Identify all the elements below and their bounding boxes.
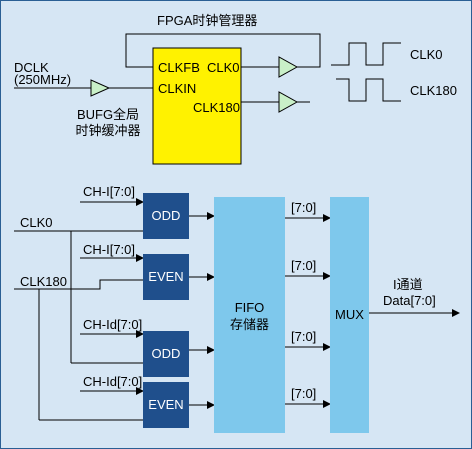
even-block-1-label: EVEN: [148, 269, 184, 284]
dclk-label: DCLK: [14, 60, 49, 75]
clk0-output-label: CLK0: [410, 47, 443, 62]
bufg-label-2: 时钟缓冲器: [75, 123, 141, 138]
even-block-2: [143, 382, 189, 428]
clk0-input-label: CLK0: [20, 215, 53, 230]
dcm-clk180-pin: CLK180: [193, 100, 240, 115]
odd-block-1: [143, 193, 189, 239]
clk180-to-even1: [39, 279, 143, 290]
ch-label-4: CH-Id[7:0]: [83, 374, 143, 389]
output-data-label: Data[7:0]: [383, 293, 436, 308]
feedback-line: [125, 33, 321, 68]
clk180-waveform: [336, 78, 401, 102]
mux-label: MUX: [335, 307, 364, 322]
clk0-waveform: [331, 42, 401, 66]
bufg-buffer: [90, 79, 111, 97]
even-block-1: [143, 254, 189, 300]
bus-label-3: [7:0]: [291, 329, 317, 344]
output-channel-label: I通道: [393, 277, 423, 292]
mux-block: [330, 197, 369, 433]
clk180-buffer: [278, 91, 299, 113]
clk180-output-label: CLK180: [410, 83, 457, 98]
dcm-clkfb-pin: CLKFB: [158, 60, 200, 75]
bus-label-2: [7:0]: [291, 258, 317, 273]
bufg-label-1: BUFG全局: [76, 107, 140, 122]
dcm-clkin-pin: CLKIN: [158, 81, 197, 96]
bus-label-4: [7:0]: [291, 386, 317, 401]
ch-label-2: CH-I[7:0]: [83, 242, 136, 257]
odd-block-1-label: ODD: [151, 208, 181, 223]
fifo-label-2: 存储器: [229, 317, 269, 332]
bus-label-1: [7:0]: [291, 200, 317, 215]
even-block-2-label: EVEN: [148, 397, 184, 412]
dcm-box: [152, 47, 242, 165]
clk0-buffer: [278, 56, 299, 78]
dclk-freq-label: (250MHz): [14, 72, 72, 87]
ch-label-1: CH-I[7:0]: [83, 184, 136, 199]
odd-block-2: [143, 331, 189, 377]
dcm-clk0-pin: CLK0: [207, 60, 240, 75]
clk180-input-label: CLK180: [20, 274, 67, 289]
clock-manager-title: FPGA时钟管理器: [157, 13, 258, 28]
ch-label-3: CH-Id[7:0]: [83, 317, 143, 332]
odd-block-2-label: ODD: [151, 346, 181, 361]
fifo-block: [214, 197, 285, 433]
fifo-label-1: FIFO: [234, 300, 265, 315]
